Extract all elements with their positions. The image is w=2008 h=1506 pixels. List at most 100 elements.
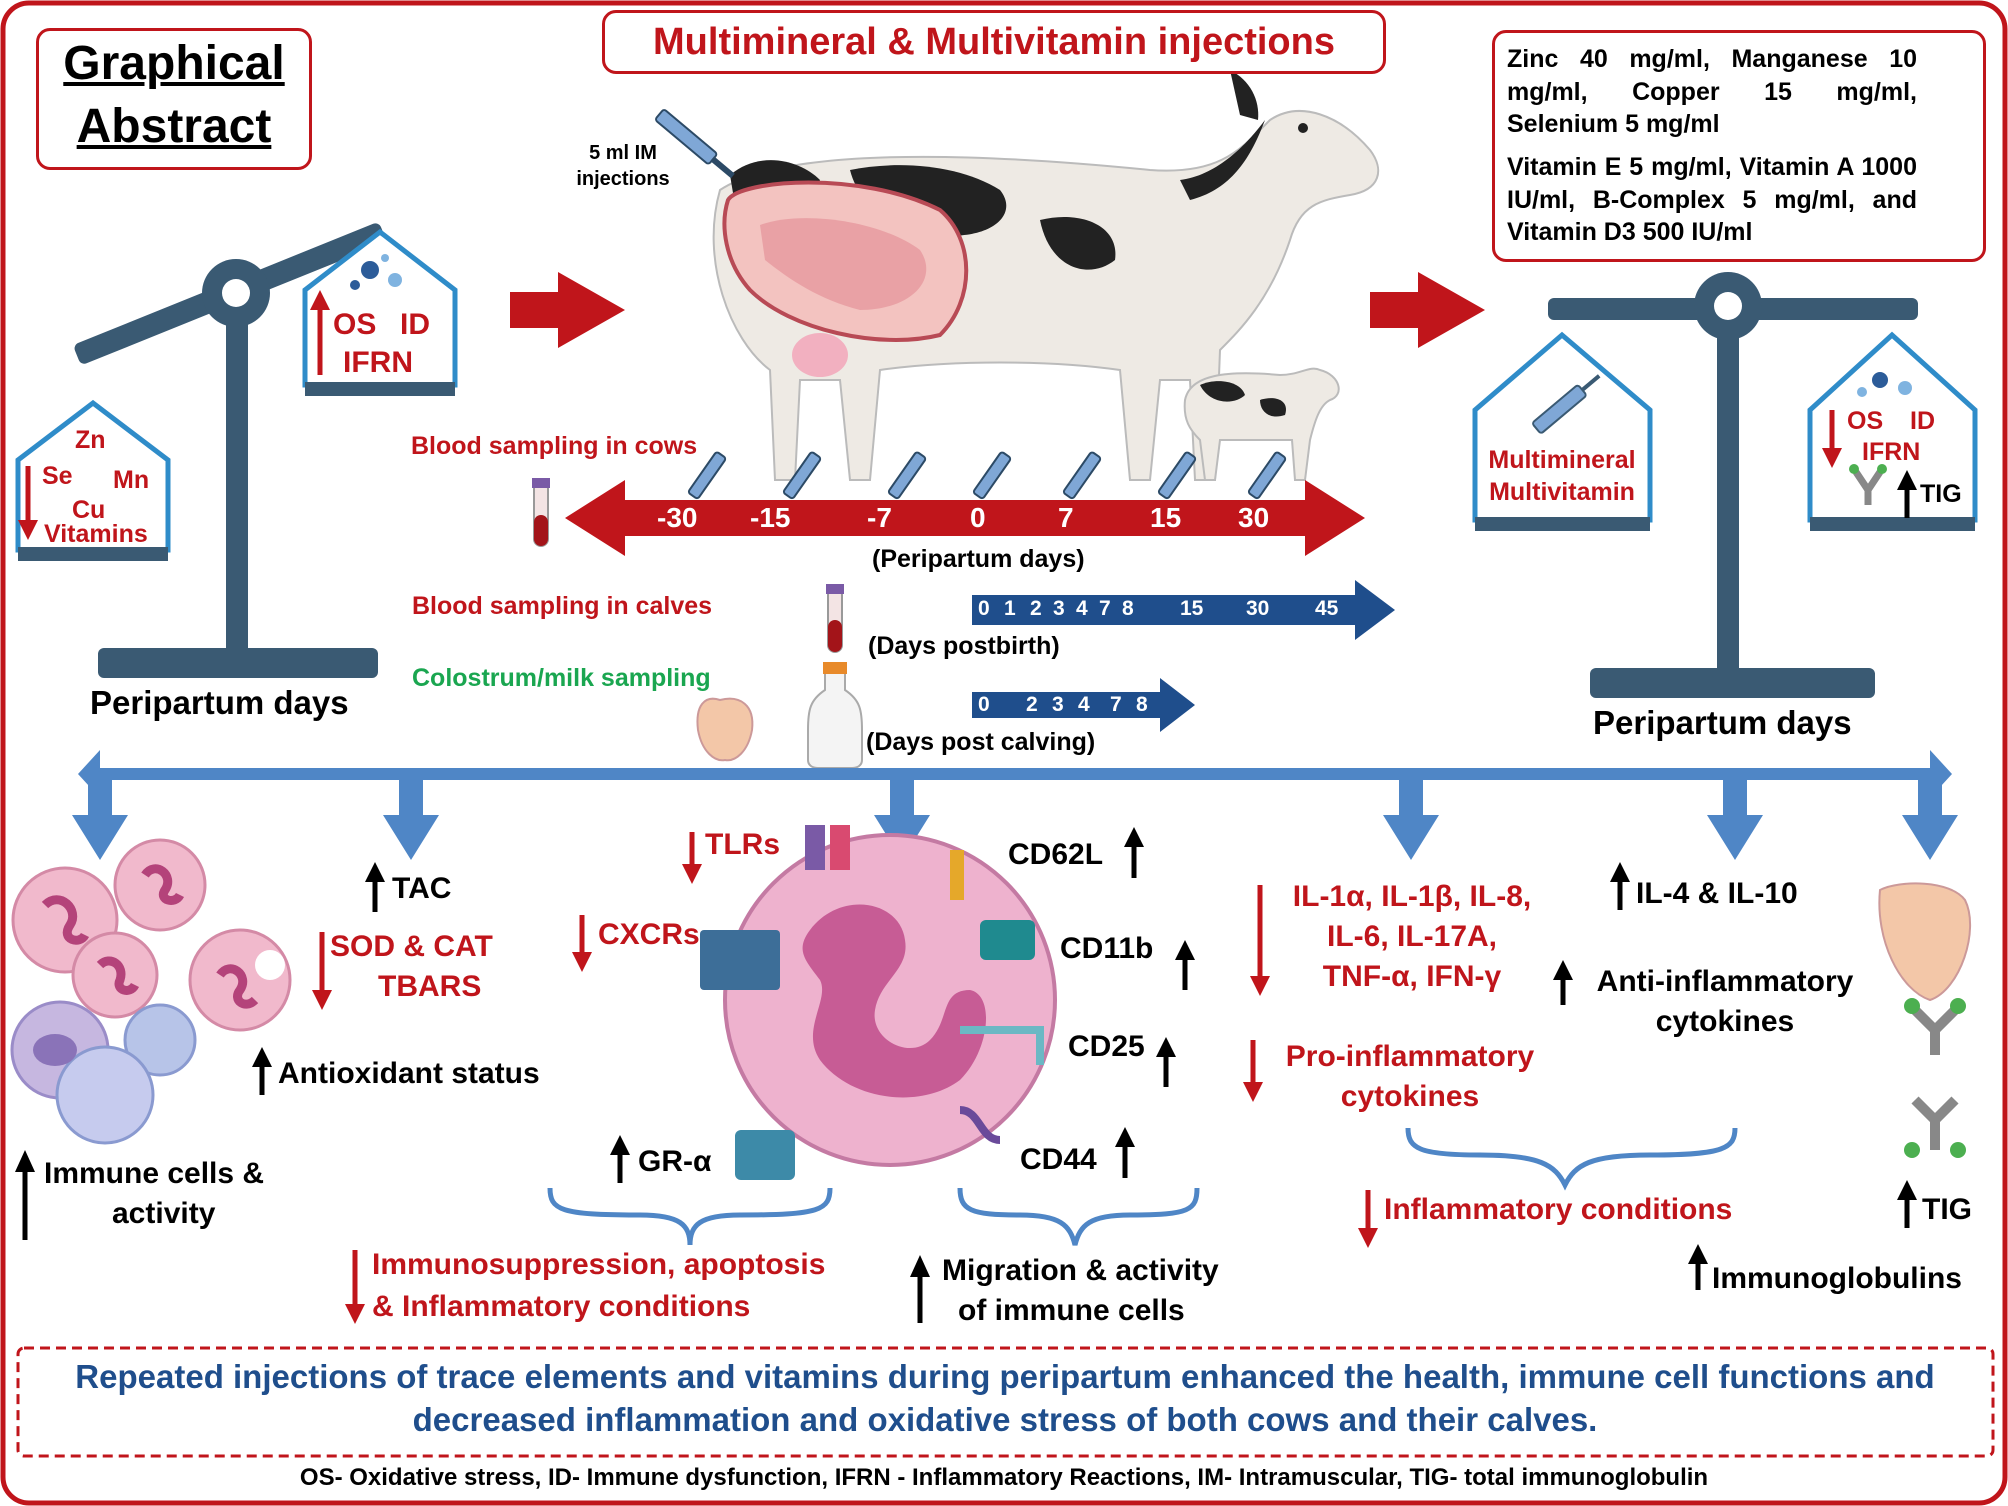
- peripartum-day-tick: -15: [750, 502, 791, 533]
- pro-inflammatory-label-line1: Pro-inflammatory: [1285, 1040, 1535, 1073]
- left-ifrn-label: IFRN: [343, 346, 413, 379]
- main-title-box: Multimineral & Multivitamin injections: [602, 10, 1386, 74]
- cd11b-label: CD11b: [1060, 932, 1154, 965]
- cu-label: Cu: [72, 496, 106, 524]
- cxcrs-label: CXCRs: [598, 918, 700, 951]
- vitamins-label: Vitamins: [44, 520, 148, 548]
- indicator-arrows: [15, 290, 1917, 1324]
- left-peripartum-label: Peripartum days: [90, 684, 349, 721]
- postcalving-day-tick: 7: [1110, 693, 1122, 716]
- postcalving-day-tick: 0: [978, 693, 990, 716]
- mineral-dosage-text: Zinc 40 mg/ml, Manganese 10 mg/ml, Coppe…: [1507, 45, 1917, 138]
- peripartum-day-tick: 15: [1150, 502, 1182, 533]
- interleukins-label-line1: IL-1α, IL-1β, IL-8,: [1292, 880, 1532, 913]
- graphical-abstract-box: Graphical Abstract: [36, 28, 312, 170]
- pro-inflammatory-label-line2: cytokines: [1340, 1080, 1480, 1113]
- left-os-label: OS: [333, 308, 377, 341]
- graphical-abstract-title-line2: Abstract: [76, 100, 272, 153]
- peripartum-caption: (Peripartum days): [872, 545, 1085, 573]
- immune-cells-illustration: [10, 838, 292, 1145]
- postcalving-day-tick: 3: [1052, 693, 1064, 716]
- immune-cells-label-line2: activity: [112, 1197, 216, 1230]
- sod-cat-label: SOD & CAT: [330, 930, 493, 963]
- postcalving-day-tick: 2: [1026, 693, 1038, 716]
- peripartum-day-tick: -7: [867, 502, 892, 533]
- injection-label-line2: injections: [576, 168, 670, 190]
- peripartum-day-tick: 30: [1238, 502, 1270, 533]
- il4-il10-label: IL-4 & IL-10: [1636, 877, 1798, 910]
- postcalving-day-tick: 4: [1078, 693, 1090, 716]
- antioxidant-status-label: Antioxidant status: [278, 1057, 540, 1090]
- postbirth-day-tick: 30: [1246, 597, 1270, 620]
- postbirth-day-tick: 8: [1122, 597, 1134, 620]
- cow-blood-sampling-label: Blood sampling in cows: [411, 432, 698, 460]
- right-id-label: ID: [1910, 407, 1935, 435]
- neutrophil-cell-illustration: [700, 825, 1057, 1180]
- cd44-label: CD44: [1020, 1143, 1097, 1176]
- interleukins-label-line2: IL-6, IL-17A,: [1326, 920, 1498, 953]
- inflammatory-conditions-label: Inflammatory conditions: [1384, 1193, 1733, 1226]
- injection-label-line1: 5 ml IM: [589, 142, 657, 164]
- right-peripartum-label: Peripartum days: [1593, 704, 1852, 741]
- peripartum-day-tick: 0: [970, 502, 986, 533]
- milk-sampling-label: Colostrum/milk sampling: [412, 664, 711, 692]
- mn-label: Mn: [113, 466, 150, 494]
- postbirth-day-tick: 2: [1030, 597, 1042, 620]
- conclusion-box-border: [16, 1346, 1995, 1458]
- tbars-label: TBARS: [378, 970, 482, 1003]
- migration-label-line2: of immune cells: [958, 1294, 1185, 1327]
- anti-inflammatory-label-line1: Anti-inflammatory: [1596, 965, 1854, 998]
- postbirth-day-tick: 45: [1315, 597, 1339, 620]
- postbirth-caption: (Days postbirth): [868, 632, 1060, 660]
- postbirth-timeline-arrow: [972, 580, 1395, 640]
- peripartum-day-tick: -30: [657, 502, 698, 533]
- right-tig-label: TIG: [1920, 480, 1962, 508]
- postbirth-day-tick: 1: [1004, 597, 1016, 620]
- udder-icon: [696, 697, 754, 762]
- right-arrow-right: [1370, 272, 1485, 348]
- migration-label-line1: Migration & activity: [942, 1254, 1219, 1287]
- postcalving-timeline-arrow: [972, 678, 1195, 732]
- immune-cells-label-line1: Immune cells &: [44, 1157, 265, 1190]
- grouping-braces: [547, 1127, 1738, 1246]
- se-label: Se: [42, 462, 73, 490]
- tac-label: TAC: [392, 872, 452, 905]
- right-arrow-left: [510, 272, 625, 348]
- peripartum-day-tick: 7: [1058, 502, 1074, 533]
- tig-label: TIG: [1922, 1193, 1972, 1226]
- tlrs-label: TLRs: [705, 828, 780, 861]
- postcalving-caption: (Days post calving): [866, 728, 1096, 756]
- immunosuppression-label-line1: Immunosuppression, apoptosis: [372, 1248, 826, 1281]
- calf-blood-sampling-label: Blood sampling in calves: [412, 592, 713, 620]
- vitamin-dosage-text: Vitamin E 5 mg/ml, Vitamin A 1000 IU/ml,…: [1507, 153, 1917, 246]
- anti-inflammatory-label-line2: cytokines: [1655, 1005, 1795, 1038]
- zn-label: Zn: [75, 426, 106, 454]
- postbirth-day-tick: 15: [1180, 597, 1204, 620]
- milk-bottle: [807, 669, 863, 769]
- postbirth-day-tick: 7: [1099, 597, 1111, 620]
- calf-illustration: [1183, 367, 1340, 481]
- interleukins-label-line3: TNF-α, IFN-γ: [1322, 960, 1502, 993]
- immunosuppression-label-line2: & Inflammatory conditions: [372, 1290, 751, 1323]
- left-balance-scale: [15, 223, 458, 678]
- postbirth-day-tick: 0: [978, 597, 990, 620]
- main-title: Multimineral & Multivitamin injections: [653, 21, 1335, 63]
- peripartum-timeline-arrow: [565, 480, 1365, 556]
- cd25-label: CD25: [1068, 1030, 1145, 1063]
- right-os-label: OS: [1847, 407, 1884, 435]
- multivitamin-label: Multivitamin: [1489, 478, 1635, 506]
- distribution-bar: [72, 750, 1958, 860]
- conclusion-text: Repeated injections of trace elements an…: [75, 1358, 1935, 1438]
- right-side-illustration: [1878, 882, 1972, 1158]
- cd62l-label: CD62L: [1008, 838, 1104, 871]
- dosage-box: Zinc 40 mg/ml, Manganese 10 mg/ml, Coppe…: [1492, 30, 1986, 262]
- postbirth-day-tick: 4: [1076, 597, 1088, 620]
- right-balance-scale: [1472, 272, 1978, 698]
- right-ifrn-label: IFRN: [1862, 438, 1921, 466]
- postcalving-day-tick: 8: [1136, 693, 1148, 716]
- immunoglobulins-label: Immunoglobulins: [1712, 1262, 1962, 1295]
- multimineral-label: Multimineral: [1488, 446, 1636, 474]
